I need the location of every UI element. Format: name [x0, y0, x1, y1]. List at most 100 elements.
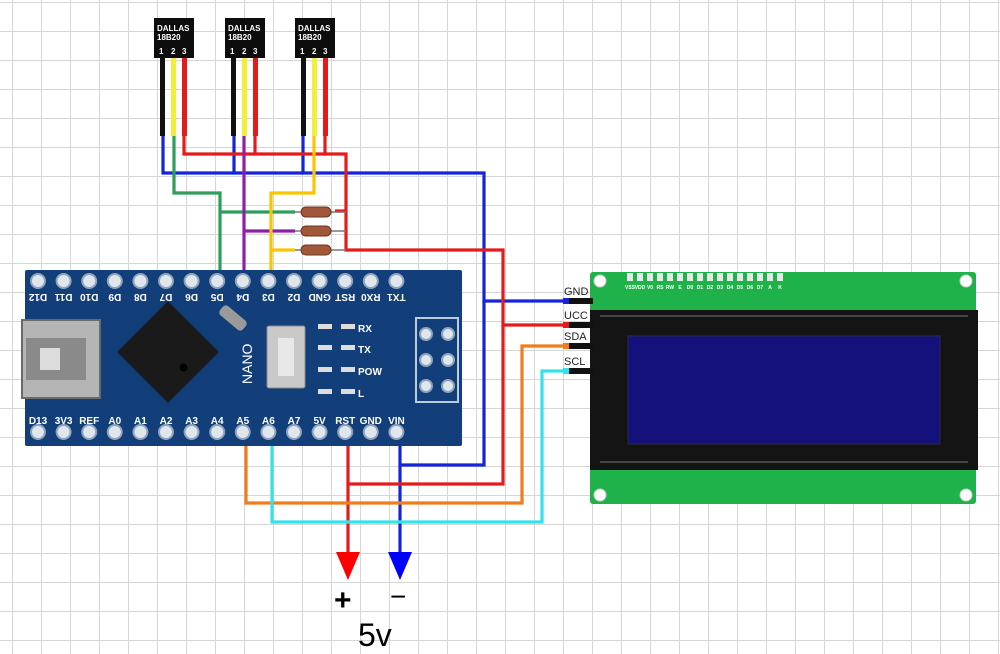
pin-pad-rst: [337, 273, 354, 289]
voltage-label: 5v: [358, 617, 392, 653]
pin-label: D10: [80, 291, 99, 302]
i2c-pin-label: SCL: [564, 356, 585, 368]
mcu-chip: [117, 301, 219, 403]
icsp-pin: [419, 353, 433, 367]
lcd-header-label: D0: [687, 285, 694, 291]
pin-pad-a0: [106, 424, 123, 440]
plus-arrow-icon: [336, 552, 360, 580]
sensor-body: [154, 18, 194, 58]
pin-label: A2: [160, 416, 173, 427]
sensor-pin-3: 3: [323, 47, 328, 56]
mount-hole: [959, 488, 973, 502]
sensor-lead-yellow: [242, 58, 247, 136]
pin-label: D7: [159, 291, 172, 302]
lcd-header-pin: [627, 273, 633, 281]
pin-pad-d11: [55, 273, 72, 289]
pin-label: A0: [108, 416, 121, 427]
pin-pad-a4: [209, 424, 226, 440]
pin-label: A5: [236, 416, 249, 427]
sensor-lead-red: [182, 58, 187, 136]
i2c-pin-solder: [563, 322, 569, 328]
pin-pad-d9: [106, 273, 123, 289]
icsp-pins: [419, 327, 455, 393]
pin-label: D8: [134, 291, 147, 302]
pin-label: RX0: [361, 291, 381, 302]
pin-pad-d3: [260, 273, 277, 289]
icsp-header: [415, 317, 459, 403]
sensor-brand: DALLAS: [228, 24, 261, 33]
minus-symbol: −: [390, 581, 406, 612]
pin-label: GND: [360, 416, 382, 427]
lcd-header-pin: [767, 273, 773, 281]
pin-label: VIN: [388, 416, 405, 427]
sensor-brand: DALLAS: [298, 24, 331, 33]
sensor-pin-3: 3: [182, 47, 187, 56]
pin-label: GND: [308, 291, 330, 302]
lcd-header-label: D7: [757, 285, 764, 291]
sensor-3: DALLAS 18B20 1 2 3: [295, 18, 335, 136]
sensor-lead-black: [301, 58, 306, 136]
wire-sda: [244, 344, 590, 505]
sensor-pin-3: 3: [253, 47, 258, 56]
sensor-model: 18B20: [228, 33, 252, 42]
pin-pad-a6: [260, 424, 277, 440]
sensor-lead-yellow: [312, 58, 317, 136]
lcd-header-label: RS: [657, 285, 665, 291]
led-label-tx: TX: [358, 345, 371, 356]
lcd-header-label: D6: [747, 285, 754, 291]
pin-label: RST: [335, 291, 355, 302]
minus-arrow-icon: [388, 552, 412, 580]
pin-pad-tx1: [388, 273, 405, 289]
sensor-lead-black: [160, 58, 165, 136]
i2c-pin-ucc: [565, 322, 593, 328]
lcd-header-label: K: [778, 285, 782, 291]
sensor-2: DALLAS 18B20 1 2 3: [225, 18, 265, 136]
lcd-header-label: RW: [666, 285, 675, 291]
wires: [161, 128, 590, 560]
pin-pad-gnd: [362, 424, 379, 440]
lcd-header-pin: [687, 273, 693, 281]
pin-pad-d5: [209, 273, 226, 289]
pin-label: D9: [108, 291, 121, 302]
wire-vcc-sensors: [182, 128, 255, 156]
pin-pad-d4: [234, 273, 251, 289]
pcb: [25, 270, 462, 446]
pin-label: D5: [210, 291, 223, 302]
pin-pad-d13: [30, 424, 46, 440]
wire-scl: [270, 369, 590, 524]
i2c-pin-sda: [565, 343, 593, 349]
pin-label: A3: [185, 416, 198, 427]
sensor-lead-red: [323, 58, 328, 136]
pin-pad-a7: [286, 424, 302, 440]
wire-data-green: [172, 128, 222, 280]
wire-vcc-sensors-2: [253, 128, 325, 156]
pin-label: D6: [185, 291, 198, 302]
sensor-pin-2: 2: [242, 47, 247, 56]
pin-pad-rx0: [362, 273, 379, 289]
pin-pad-gnd: [311, 273, 328, 289]
sensor-model: 18B20: [157, 33, 181, 42]
plus-symbol: +: [334, 584, 352, 617]
pin-label: D11: [54, 291, 72, 302]
i2c-pin-solder: [563, 298, 569, 304]
lcd-header-pin: [737, 273, 743, 281]
pin-pad-d8: [132, 273, 149, 289]
lcd-header-pin: [657, 273, 663, 281]
icsp-pin: [419, 327, 433, 341]
resistor-1: [300, 206, 332, 218]
pin-label: REF: [79, 416, 99, 427]
wire-gnd-sensors: [161, 128, 234, 175]
pin-pad-a2: [158, 424, 174, 440]
pin-label: TX1: [387, 291, 406, 302]
wire-vcc-board: [346, 325, 505, 486]
pin-pad-d6: [183, 273, 200, 289]
sensor-pin-2: 2: [312, 47, 317, 56]
i2c-pin-solder: [563, 368, 569, 374]
pin-pad-a5: [234, 424, 251, 440]
pin-label: 5V: [313, 416, 326, 427]
lcd-header-pin: [647, 273, 653, 281]
lcd-header-pin: [697, 273, 703, 281]
